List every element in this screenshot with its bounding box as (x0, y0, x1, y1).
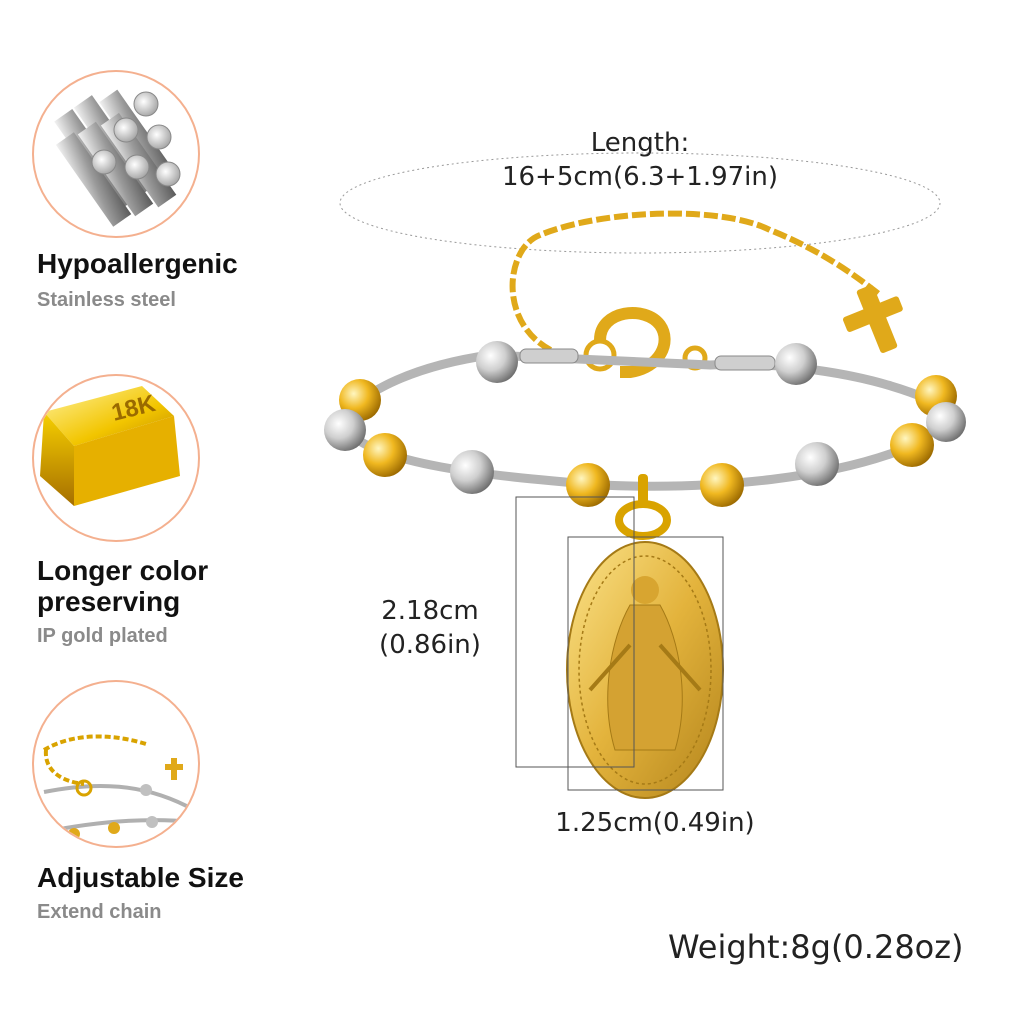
length-ellipse (339, 152, 941, 254)
extend-chain-icon (42, 734, 195, 840)
hypoallergenic-badge (32, 70, 200, 238)
height-guide (515, 496, 635, 768)
cross-charm (842, 285, 903, 353)
steel-rods-icon (54, 89, 181, 227)
gold-plated-badge: 18K (32, 374, 200, 542)
feature-title: Hypoallergenic (37, 248, 238, 279)
length-label: Length: (590, 128, 690, 158)
feature-subtitle: Stainless steel (37, 289, 176, 311)
feature-subtitle: IP gold plated (37, 625, 168, 647)
height-in: (0.86in) (379, 630, 481, 660)
width-guide (567, 536, 724, 791)
width-value: 1.25cm(0.49in) (555, 808, 755, 838)
feature-title: Longer color preserving (37, 555, 209, 617)
cross-icon (165, 758, 183, 780)
feature-title: Adjustable Size (37, 862, 244, 893)
snake-chain (340, 350, 932, 423)
gold-bar-icon: 18K (40, 386, 180, 506)
feature-subtitle: Extend chain (37, 901, 162, 923)
bracelet-illustration (324, 152, 966, 799)
weight-value: Weight:8g(0.28oz) (668, 928, 964, 966)
extension-chain (509, 210, 882, 363)
beads (324, 341, 966, 507)
miraculous-medal-pendant (566, 474, 724, 799)
length-value: 16+5cm(6.3+1.97in) (501, 162, 779, 192)
adjustable-badge (32, 680, 200, 848)
height-cm: 2.18cm (381, 596, 479, 626)
